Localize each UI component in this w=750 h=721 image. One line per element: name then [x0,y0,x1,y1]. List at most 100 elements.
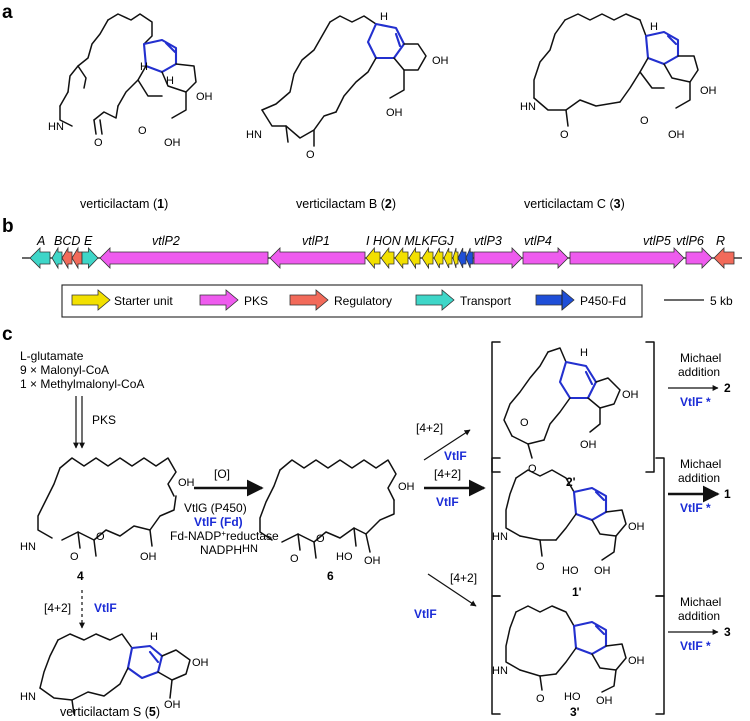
gene-n [408,246,421,270]
oh-atom: OH [700,85,717,97]
hn-atom: HN [492,531,508,543]
gene-label-vtlp6: vtlP6 [676,234,704,248]
gene-vtlp3 [473,247,523,269]
michael-label-1: Michael [680,457,721,471]
da-label-to-2p: [4+2] [416,421,443,435]
legend-pks-swatch [199,289,239,311]
gene-label-vtlp3: vtlP3 [474,234,502,248]
o-atom: O [70,551,79,563]
structure-compound-4: HN O O OH OH [20,457,195,563]
product-1-number: 1 [724,487,731,501]
enzyme-reductase: Fd-NADP+reductase [170,529,279,544]
structure-intermediate-2-prime: OH OH O O H [491,341,655,475]
oh-atom: OH [164,137,181,149]
enzyme-vtlf-fd: VtlF (Fd) [194,515,243,529]
h-atom: H [650,21,658,33]
o-atom: O [560,129,569,141]
gene-d [71,246,83,270]
addition-label-3: addition [678,609,720,623]
o-atom: O [290,553,299,565]
oh-atom: OH [192,657,209,669]
da-label-to-3p: [4+2] [450,571,477,585]
oh-atom: OH [628,655,645,667]
oh-atom: OH [668,129,685,141]
gene-label-bcd: BCD [54,234,80,248]
legend-transport-label: Transport [460,294,512,308]
gene-label-vtlp1: vtlP1 [302,234,330,248]
gene-label-vtlp4: vtlP4 [524,234,552,248]
gene-o [394,246,409,270]
gene-label-r: R [716,234,725,248]
vtlf-star-label-2: VtlF * [680,395,711,409]
pks-step-label: PKS [92,413,116,427]
panel-a-label: a [2,2,13,23]
gene-e [81,247,99,269]
oh-atom: OH [196,91,213,103]
panel-c-label: c [2,324,13,345]
gene-l [433,247,444,269]
vtlf-label-4-5: VtlF [94,601,117,615]
legend-starter-label: Starter unit [114,294,173,308]
gene-label-vtlp5: vtlP5 [643,234,671,248]
vtlf-label-to-2p: VtlF [444,449,467,463]
compound-3-name: verticilactam C (3) [524,197,625,211]
product-2-number: 2 [724,381,731,395]
legend-p450-swatch [535,289,575,311]
gene-c [61,246,73,270]
gene-label-e: E [84,234,93,248]
legend-pks-label: PKS [244,294,268,308]
legend-p450-label: P450-Fd [580,294,626,308]
gene-label-vtlp2: vtlP2 [152,234,180,248]
michael-label-3: Michael [680,595,721,609]
oh-atom: OH [364,555,381,567]
addition-label-1: addition [678,471,720,485]
product-3-number: 3 [724,625,731,639]
gene-vtlp5 [569,247,685,269]
h-atom: H [166,75,174,87]
gene-cluster: A BCD E vtlP2 vtlP1 I HON MLKFGJ vtlP3 v… [22,234,742,270]
oh-atom: OH [580,439,597,451]
o-atom: O [96,531,105,543]
oh-atom: OH [628,521,645,533]
oh-atom: OH [164,699,181,711]
o-atom: O [138,125,147,137]
h-atom: H [580,347,588,359]
structure-compound-6: HN O O OH HO OH [242,459,415,567]
gene-label-ihon-mlkfgj: I HON MLKFGJ [366,234,454,248]
gene-r [713,247,735,269]
oh-atom: OH [398,481,415,493]
da-label-to-1p: [4+2] [434,467,461,481]
gene-vtlp1 [269,247,366,269]
gene-j [465,247,474,269]
gene-f [452,247,459,269]
h-atom: H [150,631,158,643]
gene-a [29,247,51,269]
gene-m [421,246,434,270]
oh-atom: OH [432,55,449,67]
o-atom: O [316,533,325,545]
gene-legend: Starter unit PKS Regulatory Transport P4… [61,284,733,318]
gene-vtlp6 [685,247,713,269]
o-atom: O [306,149,315,161]
structure-verticilactam-b-2: OH OH O HN H [246,11,449,161]
structure-verticilactam-1: HN O O OH OH H H [48,13,213,149]
ho-atom: HO [564,691,581,703]
michael-label-2: Michael [680,351,721,365]
hn-atom: HN [520,101,536,113]
hn-atom: HN [20,541,36,553]
ho-atom: HO [336,551,353,563]
cofactor-nadph: NADPH [200,543,242,557]
compound-4-number: 4 [77,569,84,583]
hn-atom: HN [242,543,258,555]
o-atom: O [536,561,545,573]
compound-5-name: verticilactam S (5) [60,705,160,719]
hn-atom: HN [246,129,262,141]
o-atom: O [528,463,537,475]
structure-compound-5: HN OH OH H [20,631,209,715]
gene-label-a: A [36,234,45,248]
oh-atom: OH [140,551,157,563]
compound-1-name: verticilactam (1) [80,197,168,211]
enzyme-vtlg: VtlG (P450) [184,501,247,515]
precursor-glutamate: L-glutamate [20,349,84,363]
